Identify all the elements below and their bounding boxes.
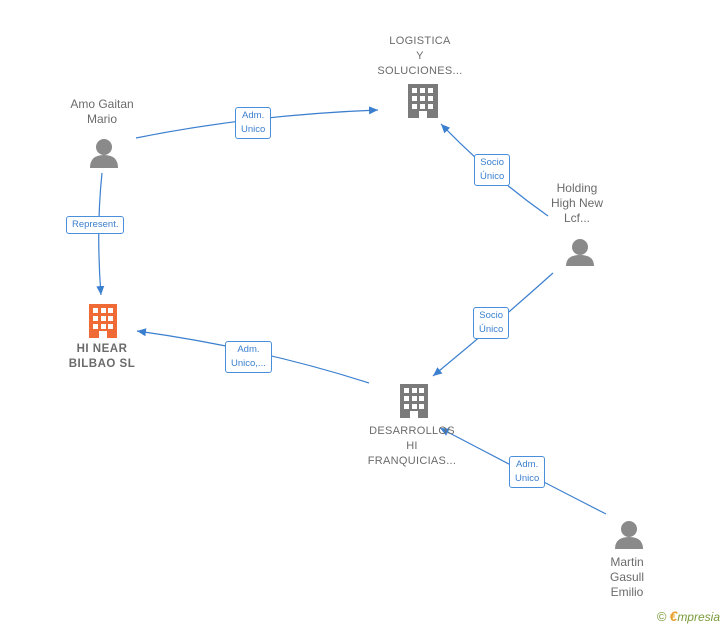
copyright-symbol: © bbox=[656, 609, 667, 624]
brand-name: mpresia bbox=[677, 610, 720, 624]
node-label-holding[interactable]: Holding High New Lcf... bbox=[550, 181, 604, 225]
edge-label-adm-unico: Adm. Unico bbox=[509, 456, 546, 488]
node-label-desarrollos[interactable]: DESARROLLOS HI FRANQUICIAS... bbox=[367, 425, 457, 467]
person-icon bbox=[615, 521, 643, 549]
edge-label-socio-unico: Socio Único bbox=[474, 154, 511, 186]
building-icon bbox=[400, 384, 428, 418]
brand-initial: € bbox=[669, 608, 678, 624]
empresia-logo: ©€mpresia bbox=[657, 608, 720, 624]
node-label-logistica[interactable]: LOGISTICA Y SOLUCIONES... bbox=[377, 35, 463, 77]
edge-label-adm-unico: Adm. Unico bbox=[235, 107, 272, 139]
node-label-hi-near[interactable]: HI NEAR BILBAO SL bbox=[68, 343, 136, 370]
building-icon-highlighted bbox=[89, 304, 117, 338]
person-icon bbox=[90, 139, 118, 168]
person-icon bbox=[566, 239, 594, 266]
edge-label-socio-unico: Socio Único bbox=[473, 307, 510, 339]
edge-amo-to-hinear bbox=[96, 172, 105, 296]
node-label-amo-gaitan[interactable]: Amo Gaitan Mario bbox=[70, 97, 134, 126]
building-icon bbox=[408, 84, 438, 118]
node-label-martin[interactable]: Martin Gasull Emilio bbox=[609, 555, 644, 599]
edge-label-represent: Represent. bbox=[66, 216, 125, 234]
edge-label-adm-unico: Adm. Unico,... bbox=[225, 341, 272, 373]
